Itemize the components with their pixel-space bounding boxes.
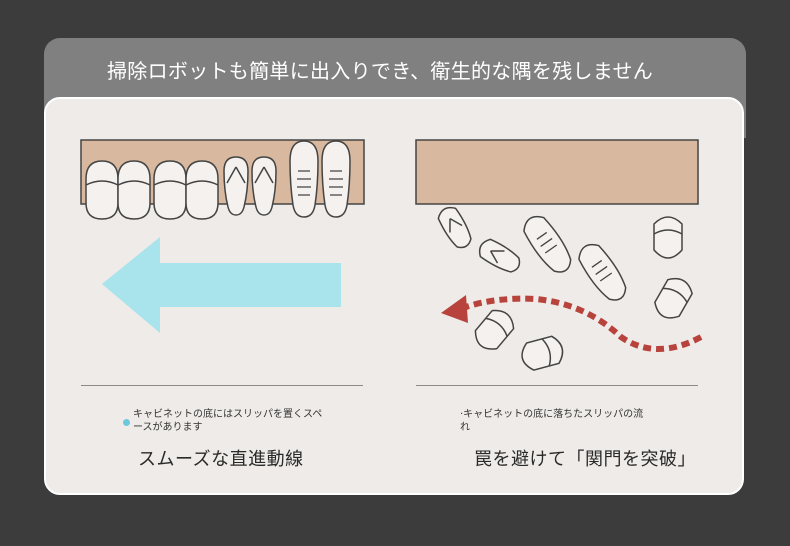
right-shelf-illustration [415,139,703,371]
straight-path-arrow [102,237,341,333]
right-divider [416,385,698,386]
headline: 掃除ロボットも簡単に出入りでき、衛生的な隅を残しません [107,59,654,83]
flipflop-icon [478,238,521,273]
detour-arrow-head [441,295,468,323]
shoe-laces [329,170,343,196]
illustration [80,139,703,371]
neat-flipflops [223,156,277,216]
slipper-icon [474,309,515,350]
shoe-laces [297,170,311,196]
right-shelf [415,139,699,205]
flipflop-strap [226,166,246,184]
scattered-shoes [437,206,693,371]
neat-slippers [85,160,219,220]
slipper-strap [185,180,219,186]
left-note: キャビネットの底にはスリッパを置くスペースがあります [133,409,323,433]
flipflop-strap [254,166,274,184]
shoe-icon [578,243,627,301]
detour-path-arrow [465,295,703,352]
slipper-icon [85,160,119,220]
bullet-dot [123,419,130,426]
slipper-icon [521,335,564,371]
flipflop-icon [437,206,472,249]
slipper-icon [653,216,683,259]
slipper-strap [117,180,151,186]
slipper-icon [654,277,693,319]
slipper-strap [153,180,187,186]
shoe-icon [523,215,572,273]
left-shelf-illustration [80,139,365,333]
flipflop-icon [223,156,249,216]
right-note: ·キャビネットの底に落ちたスリッパの流れ [460,409,644,433]
right-title: 罠を避けて「関門を突破」 [474,449,696,470]
slipper-strap [85,180,119,186]
slipper-icon [153,160,187,220]
left-title: スムーズな直進動線 [138,449,304,470]
comparison-card: キャビネットの底にはスリッパを置くスペースがあります スムーズな直進動線 ·キャ… [44,97,744,495]
flipflop-icon [251,156,277,216]
slipper-icon [185,160,219,220]
slipper-icon [117,160,151,220]
left-divider [81,385,363,386]
neat-shoes [289,140,351,218]
